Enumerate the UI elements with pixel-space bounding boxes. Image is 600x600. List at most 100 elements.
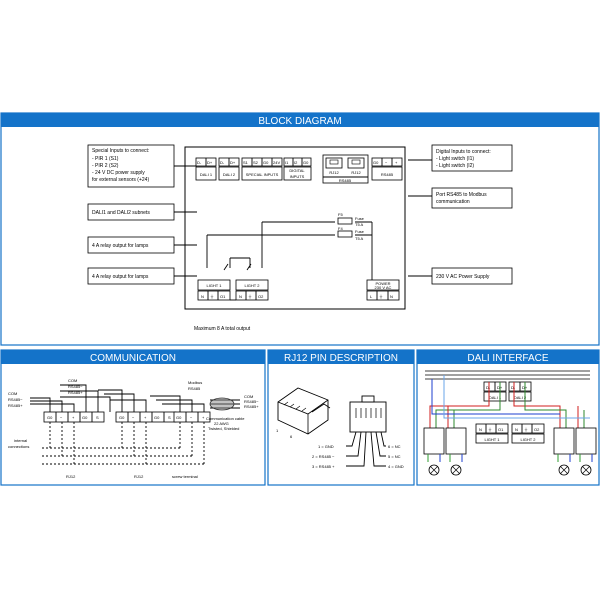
svg-text:N: N — [390, 294, 393, 299]
svg-text:−: − — [190, 415, 193, 420]
svg-text:G0: G0 — [263, 160, 269, 165]
svg-text:Digital Inputs to connect:: Digital Inputs to connect: — [436, 149, 491, 155]
callout-relay-2: 4 A relay output for lamps — [87, 267, 197, 285]
svg-text:G0: G0 — [82, 415, 88, 420]
svg-text:G0: G0 — [119, 415, 125, 420]
svg-text:G0: G0 — [154, 415, 160, 420]
svg-text:for external sensors (+24): for external sensors (+24) — [92, 177, 149, 183]
rj12-panel: RJ12 PIN DESCRIPTION 1 6 1 = GND — [267, 349, 415, 486]
svg-text:L: L — [370, 294, 373, 299]
svg-text:⏚: ⏚ — [210, 293, 214, 299]
svg-text:T5 A: T5 A — [355, 236, 364, 241]
svg-text:Special Inputs to connect:: Special Inputs to connect: — [92, 148, 149, 154]
block-diagram-header — [1, 113, 599, 127]
svg-text:D+: D+ — [207, 160, 213, 165]
svg-text:D-: D- — [511, 385, 516, 390]
svg-text:RJ12: RJ12 — [134, 474, 144, 479]
svg-text:+: + — [72, 415, 75, 420]
svg-text:D-: D- — [486, 385, 491, 390]
svg-text:G0: G0 — [373, 160, 379, 165]
svg-text:⏚: ⏚ — [524, 426, 528, 432]
svg-text:- 24 V DC power supply: - 24 V DC power supply — [92, 170, 145, 176]
callout-rs485-port: Port RS485 to Modbus communication — [408, 187, 513, 209]
svg-text:F5: F5 — [338, 212, 343, 217]
terminal-block-dali2: D- D+ DALI 2 — [218, 157, 240, 181]
terminal-block-dali1: D- D+ DALI 1 — [195, 157, 217, 181]
svg-text:⏚: ⏚ — [488, 426, 492, 432]
svg-text:F4: F4 — [338, 226, 343, 231]
svg-text:I2: I2 — [294, 160, 298, 165]
svg-text:- Light switch (I1): - Light switch (I1) — [436, 156, 474, 162]
svg-text:DALI1 and DALI2 subnets: DALI1 and DALI2 subnets — [92, 210, 150, 216]
svg-text:S: S — [96, 415, 99, 420]
svg-text:COM: COM — [244, 394, 253, 399]
svg-text:SPECIAL INPUTS: SPECIAL INPUTS — [246, 172, 279, 177]
svg-text:- PIR 1 (S1): - PIR 1 (S1) — [92, 156, 119, 162]
svg-text:DALI 2: DALI 2 — [223, 172, 236, 177]
svg-text:+: + — [395, 160, 398, 165]
max-output-note: Maximum 8 A total output — [194, 326, 251, 332]
svg-text:connections: connections — [8, 444, 29, 449]
svg-text:RS485+: RS485+ — [68, 390, 83, 395]
svg-text:DALI 1: DALI 1 — [200, 172, 213, 177]
svg-text:RS485−: RS485− — [68, 384, 83, 389]
svg-text:RS485−: RS485− — [8, 397, 23, 402]
svg-text:1 = GND: 1 = GND — [318, 444, 334, 449]
svg-text:D-: D- — [197, 160, 202, 165]
svg-text:4 A relay output for lamps: 4 A relay output for lamps — [92, 243, 149, 249]
svg-text:LIGHT 2: LIGHT 2 — [244, 283, 260, 288]
svg-text:1: 1 — [276, 428, 279, 433]
communication-title: COMMUNICATION — [90, 353, 176, 364]
svg-text:internal: internal — [14, 438, 27, 443]
svg-text:−: − — [385, 160, 388, 165]
power-block: POWER 230 V AC L ⏚ N — [366, 279, 400, 301]
svg-text:O2: O2 — [258, 294, 264, 299]
callout-digital-inputs: Digital Inputs to connect: - Light switc… — [408, 144, 513, 172]
block-diagram-title: BLOCK DIAGRAM — [258, 116, 341, 127]
callout-special-inputs: Special Inputs to connect: - PIR 1 (S1) … — [87, 144, 197, 188]
svg-text:O1: O1 — [498, 427, 504, 432]
svg-text:N: N — [201, 294, 204, 299]
rj12-title: RJ12 PIN DESCRIPTION — [284, 353, 398, 364]
rj12-socket-icon — [346, 395, 387, 467]
svg-text:S: S — [168, 415, 171, 420]
rj12-ports-block: RJ12 RJ12 RS485 — [322, 154, 369, 184]
svg-text:RS485: RS485 — [339, 178, 352, 183]
svg-text:⏚: ⏚ — [248, 293, 252, 299]
svg-text:Modbus: Modbus — [188, 380, 202, 385]
comm-terminal-strip-left: G0 − + G0 S — [43, 411, 105, 423]
svg-text:O1: O1 — [220, 294, 226, 299]
block-diagram-panel: BLOCK DIAGRAM Special Inputs to connect:… — [0, 112, 600, 346]
shielded-cable-icon — [209, 397, 235, 411]
svg-text:N: N — [239, 294, 242, 299]
dali-light1-block: N ⏚ O1 LIGHT 1 — [475, 423, 509, 444]
svg-text:G0: G0 — [303, 160, 309, 165]
communication-panel: COMMUNICATION COM RS485− RS485+ COM RS48… — [0, 349, 266, 486]
svg-text:RJ12: RJ12 — [351, 170, 361, 175]
svg-text:RJ12: RJ12 — [329, 170, 339, 175]
light2-block: LIGHT 2 N ⏚ O2 — [235, 279, 269, 301]
svg-text:6 = NC: 6 = NC — [388, 444, 401, 449]
svg-text:LIGHT 2: LIGHT 2 — [520, 437, 536, 442]
svg-text:LIGHT 1: LIGHT 1 — [484, 437, 500, 442]
svg-text:O2: O2 — [534, 427, 540, 432]
fuse-f5: F5 Fuse T5 A — [337, 212, 365, 227]
svg-text:Fuse: Fuse — [355, 229, 365, 234]
svg-text:Communication cable: Communication cable — [206, 416, 245, 421]
svg-text:LIGHT 1: LIGHT 1 — [206, 283, 222, 288]
svg-text:DIGITAL: DIGITAL — [289, 168, 305, 173]
svg-text:230 V AC: 230 V AC — [375, 285, 392, 290]
internal-connections-dashed — [42, 422, 205, 465]
dali-ballasts — [423, 427, 597, 462]
relay-wiring — [206, 221, 395, 290]
svg-text:RS485+: RS485+ — [244, 404, 259, 409]
svg-text:screw terminal: screw terminal — [172, 474, 198, 479]
svg-text:Twisted, Shielded: Twisted, Shielded — [208, 426, 239, 431]
svg-text:+: + — [202, 415, 205, 420]
callout-dali-subnets: DALI1 and DALI2 subnets — [87, 203, 197, 221]
svg-text:G0: G0 — [47, 415, 53, 420]
svg-text:RS485: RS485 — [188, 386, 201, 391]
svg-text:3 = RS485 +: 3 = RS485 + — [312, 464, 335, 469]
svg-text:230 V AC Power Supply: 230 V AC Power Supply — [436, 274, 490, 280]
